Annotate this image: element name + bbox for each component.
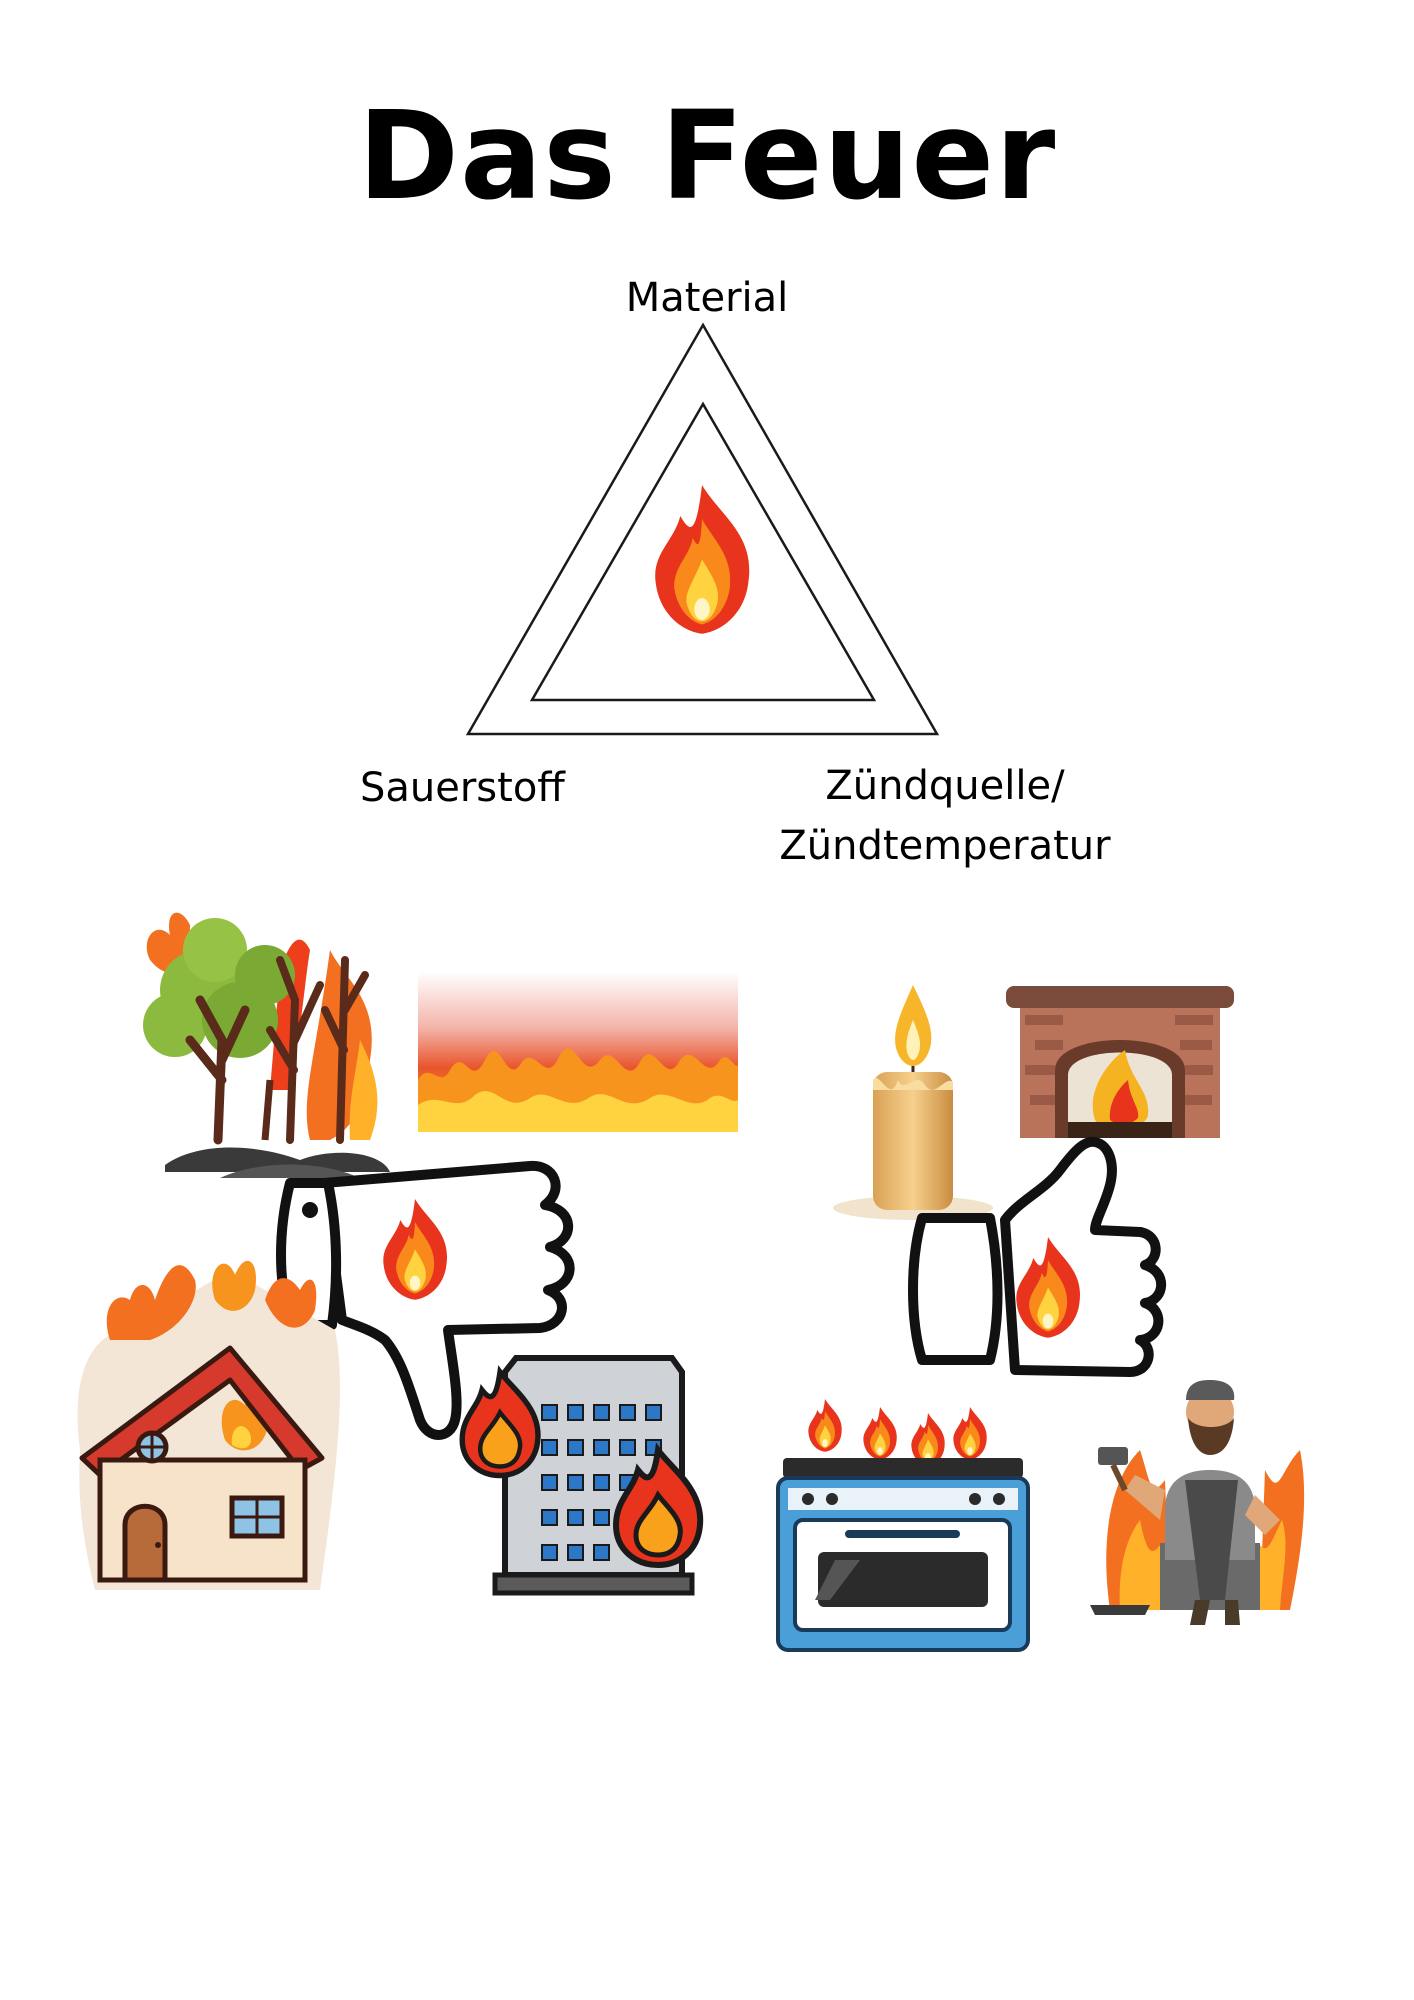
burning-house-icon xyxy=(77,1260,340,1590)
fireplace-icon xyxy=(1006,986,1234,1138)
candle-icon xyxy=(833,985,993,1220)
forest-fire-icon xyxy=(143,912,390,1178)
fire-icon xyxy=(655,485,750,634)
ignition-label-line2: Zündtemperatur xyxy=(779,823,1111,869)
triangle-label-material: Material xyxy=(625,275,789,321)
page-title: Das Feuer xyxy=(357,85,1057,227)
wall-of-flames-icon xyxy=(418,972,738,1132)
triangle-label-oxygen: Sauerstoff xyxy=(360,765,565,811)
gas-stove-icon xyxy=(776,1399,1030,1652)
ignition-label-line1: Zündquelle/ xyxy=(825,763,1065,809)
building-flame-right-icon xyxy=(612,1442,704,1569)
fire-triangle xyxy=(465,322,940,736)
burning-building-icon xyxy=(459,1355,704,1596)
thumbs-up-icon xyxy=(908,1136,1167,1377)
triangle-outer xyxy=(465,322,940,736)
triangle-label-ignition: Zündquelle/ Zündtemperatur xyxy=(740,756,1150,876)
building-flame-left-icon xyxy=(459,1365,541,1479)
triangle-inner xyxy=(529,401,877,702)
blacksmith-icon xyxy=(1090,1380,1305,1625)
